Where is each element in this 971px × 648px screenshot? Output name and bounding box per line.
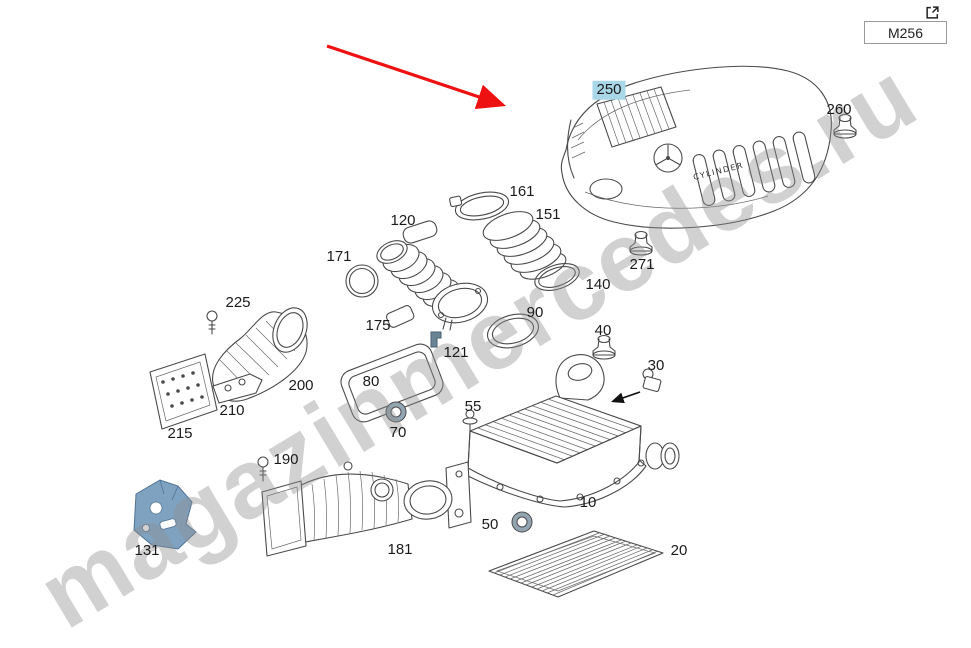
part-callout-271[interactable]: 271 bbox=[629, 255, 655, 273]
clip-121-drawing bbox=[430, 331, 442, 348]
screw-190-drawing bbox=[257, 456, 269, 482]
part-callout-161[interactable]: 161 bbox=[509, 182, 535, 200]
mesh-plate-215-drawing bbox=[149, 353, 218, 430]
part-callout-250[interactable]: 250 bbox=[592, 80, 626, 100]
part-callout-121[interactable]: 121 bbox=[443, 343, 469, 361]
part-callout-55[interactable]: 55 bbox=[464, 397, 482, 415]
bracket-210-drawing bbox=[212, 373, 263, 404]
part-callout-215[interactable]: 215 bbox=[167, 424, 193, 442]
filter-element-20-drawing bbox=[488, 530, 664, 598]
part-callout-131[interactable]: 131 bbox=[134, 541, 160, 559]
part-callout-171[interactable]: 171 bbox=[326, 247, 352, 265]
part-callout-70[interactable]: 70 bbox=[389, 423, 407, 441]
engine-cover-drawing: CYLINDER bbox=[560, 65, 832, 229]
mount-40-drawing bbox=[592, 334, 616, 360]
cover-grille-ribs bbox=[603, 88, 670, 146]
part-callout-260[interactable]: 260 bbox=[826, 100, 852, 118]
engine-mount-260-drawing bbox=[833, 113, 857, 139]
part-callout-210[interactable]: 210 bbox=[219, 401, 245, 419]
engine-mount-271-drawing bbox=[629, 230, 653, 256]
part-callout-151[interactable]: 151 bbox=[535, 205, 561, 223]
bracket-131-drawing bbox=[133, 479, 197, 550]
part-callout-140[interactable]: 140 bbox=[585, 275, 611, 293]
part-callout-10[interactable]: 10 bbox=[579, 493, 597, 511]
star-emblem-icon bbox=[653, 143, 683, 173]
cover-slats bbox=[692, 131, 816, 206]
part-callout-20[interactable]: 20 bbox=[670, 541, 688, 559]
corrugated-hose-151-drawing bbox=[482, 211, 567, 280]
o-ring-171-drawing bbox=[345, 264, 379, 298]
external-link-icon[interactable] bbox=[925, 5, 940, 20]
part-callout-90[interactable]: 90 bbox=[526, 303, 544, 321]
seal-ring-140-drawing bbox=[534, 263, 580, 291]
lower-duct-181-drawing bbox=[261, 461, 472, 557]
seal-175-drawing bbox=[386, 305, 415, 328]
grommet-70-drawing bbox=[385, 401, 407, 423]
intake-pipe-120-drawing bbox=[376, 220, 489, 331]
part-callout-190[interactable]: 190 bbox=[273, 450, 299, 468]
hose-clamp-161-drawing bbox=[449, 191, 510, 221]
engine-model-badge[interactable]: M256 bbox=[864, 21, 947, 44]
pointer-arrow bbox=[326, 44, 507, 110]
grommet-50-drawing bbox=[511, 511, 533, 533]
part-callout-120[interactable]: 120 bbox=[390, 211, 416, 229]
part-callout-175[interactable]: 175 bbox=[365, 316, 391, 334]
part-callout-40[interactable]: 40 bbox=[594, 321, 612, 339]
screw-225-drawing bbox=[206, 310, 218, 335]
part-callout-225[interactable]: 225 bbox=[225, 293, 251, 311]
part-callout-200[interactable]: 200 bbox=[288, 376, 314, 394]
part-callout-80[interactable]: 80 bbox=[362, 372, 380, 390]
filter-housing-10-drawing bbox=[454, 354, 680, 508]
part-callout-50[interactable]: 50 bbox=[481, 515, 499, 533]
sensor-30-drawing bbox=[610, 368, 662, 404]
o-ring-90-drawing bbox=[486, 313, 540, 349]
part-callout-181[interactable]: 181 bbox=[387, 540, 413, 558]
part-callout-30[interactable]: 30 bbox=[647, 356, 665, 374]
frame-gasket-80-drawing bbox=[340, 343, 444, 423]
